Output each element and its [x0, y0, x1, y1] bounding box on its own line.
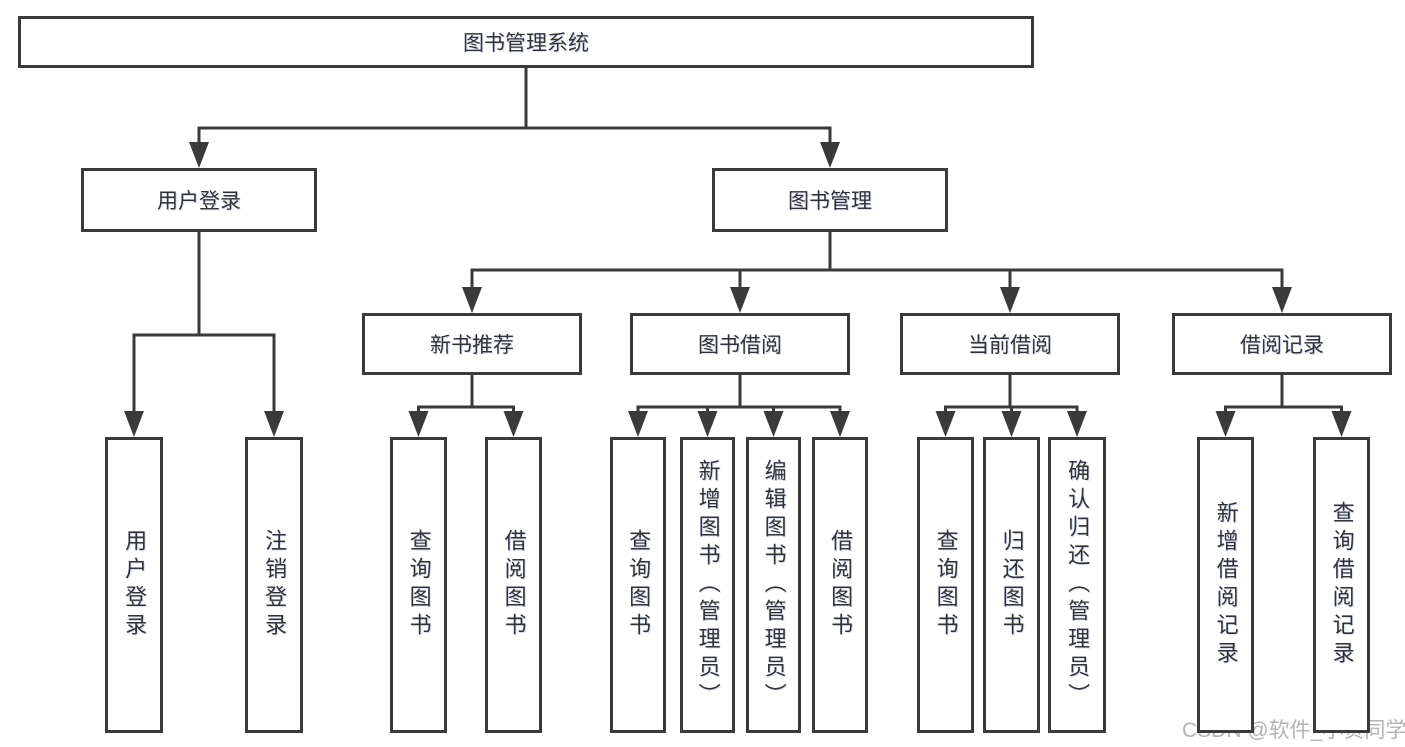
node-book-mgmt: 图书管理 [712, 168, 948, 232]
node-user-login: 用户登录 [81, 168, 317, 232]
node-label-user-login: 用户登录 [157, 190, 241, 213]
node-record-query: 查询借阅记录 [1313, 437, 1370, 733]
node-current-return: 归还图书 [983, 437, 1040, 733]
node-current-confirm: 确认归还（管理员） [1048, 437, 1106, 733]
node-label-borrow-add: 新增图书（管理员） [695, 459, 721, 711]
node-book-borrow: 图书借阅 [630, 313, 850, 375]
node-recommend-query: 查询图书 [390, 437, 447, 733]
node-logout: 注销登录 [245, 437, 303, 733]
node-label-borrow-edit: 编辑图书（管理员） [761, 459, 787, 711]
node-label-login: 用户登录 [122, 529, 148, 641]
node-borrow-add: 新增图书（管理员） [680, 437, 735, 733]
node-label-book-mgmt: 图书管理 [788, 190, 872, 213]
node-label-logout: 注销登录 [262, 529, 288, 641]
node-label-recommend-borrow: 借阅图书 [501, 529, 527, 641]
node-record-add: 新增借阅记录 [1197, 437, 1254, 733]
node-borrow-edit: 编辑图书（管理员） [746, 437, 801, 733]
node-recommend-borrow: 借阅图书 [485, 437, 542, 733]
node-label-borrow-query: 查询图书 [626, 529, 652, 641]
node-label-current-query: 查询图书 [933, 529, 959, 641]
node-label-root: 图书管理系统 [463, 32, 589, 55]
node-label-current-return: 归还图书 [999, 529, 1025, 641]
node-label-recommend-query: 查询图书 [406, 529, 432, 641]
node-label-current-borrow: 当前借阅 [968, 334, 1052, 357]
node-new-book-recommend: 新书推荐 [362, 313, 582, 375]
node-borrow-borrow: 借阅图书 [812, 437, 868, 733]
node-login: 用户登录 [105, 437, 163, 733]
node-label-current-confirm: 确认归还（管理员） [1065, 459, 1091, 711]
node-label-borrow-records: 借阅记录 [1240, 334, 1324, 357]
node-borrow-records: 借阅记录 [1172, 313, 1392, 375]
node-label-borrow-borrow: 借阅图书 [828, 529, 854, 641]
node-label-record-add: 新增借阅记录 [1213, 501, 1239, 669]
node-borrow-query: 查询图书 [610, 437, 666, 733]
node-current-query: 查询图书 [917, 437, 974, 733]
node-label-new-book-recommend: 新书推荐 [430, 334, 514, 357]
node-label-record-query: 查询借阅记录 [1329, 501, 1355, 669]
node-current-borrow: 当前借阅 [900, 313, 1120, 375]
node-label-book-borrow: 图书借阅 [698, 334, 782, 357]
node-root: 图书管理系统 [18, 16, 1034, 68]
